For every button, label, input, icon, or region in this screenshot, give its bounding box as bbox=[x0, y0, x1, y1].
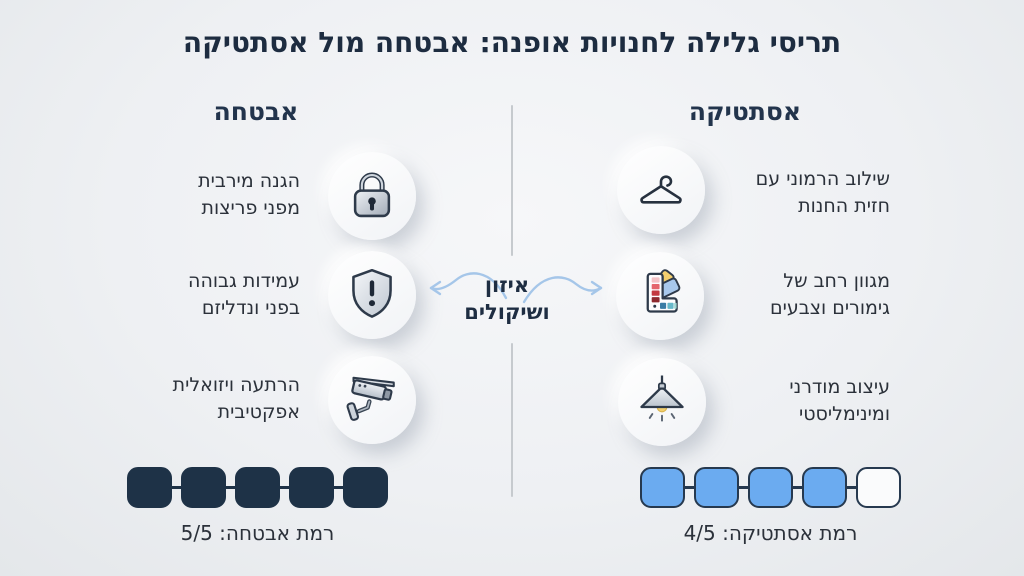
icon-circle bbox=[328, 152, 416, 240]
rating-square-connector bbox=[793, 485, 802, 490]
rating-square-empty bbox=[856, 467, 901, 508]
balance-label: איזון ושיקולים bbox=[464, 273, 550, 325]
rating-square-filled bbox=[640, 467, 685, 508]
icon-circle bbox=[328, 251, 416, 339]
rating-square-filled bbox=[181, 467, 226, 508]
palette-icon bbox=[632, 266, 688, 326]
icon-circle bbox=[618, 358, 706, 446]
icon-circle bbox=[328, 356, 416, 444]
rating-square-connector bbox=[847, 485, 856, 490]
rating-square-connector bbox=[172, 485, 181, 490]
rating-square-filled bbox=[289, 467, 334, 508]
rating-square-filled bbox=[748, 467, 793, 508]
center-divider-bottom bbox=[511, 343, 513, 497]
rating-square-filled bbox=[343, 467, 388, 508]
lamp-icon bbox=[634, 372, 690, 432]
icon-circle bbox=[616, 252, 704, 340]
rating-square-connector bbox=[685, 485, 694, 490]
rating-square-connector bbox=[226, 485, 235, 490]
security-rating-squares bbox=[127, 467, 388, 508]
security-rating-label: רמת אבטחה: 5/5 bbox=[180, 521, 335, 545]
balance-arrows-icon bbox=[429, 272, 603, 304]
page-title: תריסי גלילה לחנויות אופנה: אבטחה מול אסת… bbox=[182, 26, 842, 59]
shield-alert-icon bbox=[345, 266, 399, 324]
lock-icon bbox=[345, 167, 399, 225]
aesthetics-header: אסתטיקה bbox=[688, 97, 802, 126]
aesthetics-rating-label: רמת אסתטיקה: 4/5 bbox=[683, 521, 858, 545]
rating-square-connector bbox=[280, 485, 289, 490]
center-divider-top bbox=[511, 105, 513, 256]
rating-square-filled bbox=[694, 467, 739, 508]
rating-square-connector bbox=[334, 485, 343, 490]
icon-circle bbox=[617, 146, 705, 234]
security-header: אבטחה bbox=[213, 97, 299, 126]
rating-square-filled bbox=[235, 467, 280, 508]
rating-square-filled bbox=[127, 467, 172, 508]
security-camera-icon bbox=[344, 370, 400, 430]
rating-square-connector bbox=[739, 485, 748, 490]
hanger-icon bbox=[633, 160, 689, 220]
aesthetics-rating-squares bbox=[640, 467, 901, 508]
rating-square-filled bbox=[802, 467, 847, 508]
